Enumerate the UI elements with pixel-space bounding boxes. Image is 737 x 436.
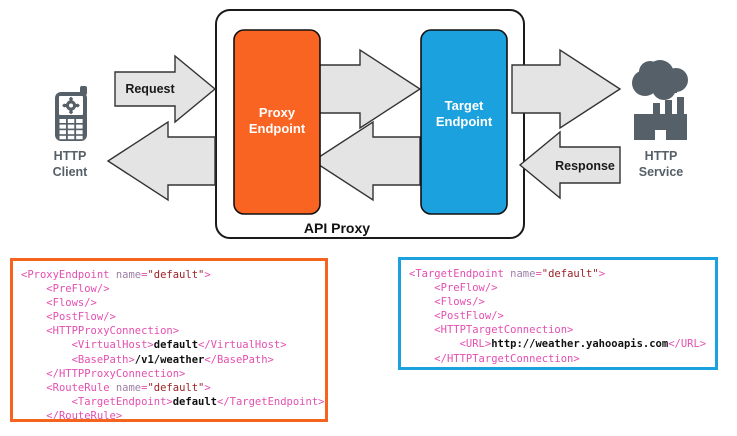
architecture-diagram: Request Response Proxy Endpoint bbox=[53, 9, 688, 239]
target-endpoint-box[interactable]: Target Endpoint bbox=[420, 29, 508, 215]
code-line: <HTTPProxyConnection> bbox=[46, 325, 180, 338]
code-line: <PostFlow/> bbox=[434, 310, 504, 323]
code-line: <PreFlow/> bbox=[434, 282, 498, 295]
code-line: <VirtualHost>default</VirtualHost> bbox=[71, 339, 287, 352]
code-line: <Flows/> bbox=[434, 296, 485, 309]
code-line: </HTTPTargetConnection> bbox=[434, 352, 580, 365]
code-line: <HTTPTargetConnection> bbox=[434, 324, 574, 337]
code-line: <PreFlow/> bbox=[46, 283, 110, 296]
http-client-label-line1: HTTP bbox=[54, 149, 87, 163]
http-service-label-line2: Service bbox=[639, 165, 684, 179]
service-to-target-arrow: Response bbox=[518, 130, 621, 200]
code-line: <TargetEndpoint>default</TargetEndpoint> bbox=[71, 395, 325, 408]
code-line: </TargetEndpoint> bbox=[409, 366, 709, 368]
response-arrow-label: Response bbox=[555, 159, 615, 173]
proxy-endpoint-label-line2: Endpoint bbox=[249, 121, 306, 136]
http-service-node: HTTP Service bbox=[632, 60, 688, 179]
http-client-node: HTTP Client bbox=[53, 86, 89, 179]
target-to-service-arrow bbox=[511, 48, 622, 130]
request-arrow: Request bbox=[114, 54, 217, 124]
http-service-label-line1: HTTP bbox=[645, 149, 678, 163]
code-line: <URL>http://weather.yahooapis.com</URL> bbox=[459, 338, 707, 351]
mobile-phone-gear-icon bbox=[55, 86, 87, 141]
target-endpoint-label-line2: Endpoint bbox=[436, 114, 493, 129]
http-client-label-line2: Client bbox=[53, 165, 89, 179]
proxy-to-client-arrow bbox=[106, 120, 216, 202]
code-line: <BasePath>/v1/weather</BasePath> bbox=[71, 353, 274, 366]
code-line: <Flows/> bbox=[46, 297, 97, 310]
code-line: <PostFlow/> bbox=[46, 311, 116, 324]
diagram-canvas: Request Response Proxy Endpoint bbox=[53, 9, 688, 239]
proxy-endpoint-label-line1: Proxy bbox=[259, 105, 296, 120]
target-to-proxy-arrow bbox=[311, 120, 421, 202]
request-arrow-label: Request bbox=[125, 82, 175, 96]
target-endpoint-label-line1: Target bbox=[445, 98, 484, 113]
code-line: <TargetEndpoint name="default"> bbox=[409, 268, 606, 280]
proxy-endpoint-xml-panel: <ProxyEndpoint name="default"> <PreFlow/… bbox=[10, 258, 328, 422]
code-line: <RouteRule name="default"> bbox=[46, 381, 211, 394]
api-proxy-container-label: API Proxy bbox=[304, 220, 370, 236]
proxy-to-target-arrow bbox=[312, 48, 422, 130]
code-line: </HTTPProxyConnection> bbox=[46, 367, 186, 380]
code-line: </RouteRule> bbox=[46, 409, 123, 422]
code-line: <ProxyEndpoint name="default"> bbox=[21, 269, 211, 281]
proxy-endpoint-box[interactable]: Proxy Endpoint bbox=[233, 29, 321, 215]
factory-cloud-icon bbox=[632, 60, 688, 140]
target-endpoint-xml-panel: <TargetEndpoint name="default"> <PreFlow… bbox=[398, 257, 718, 370]
